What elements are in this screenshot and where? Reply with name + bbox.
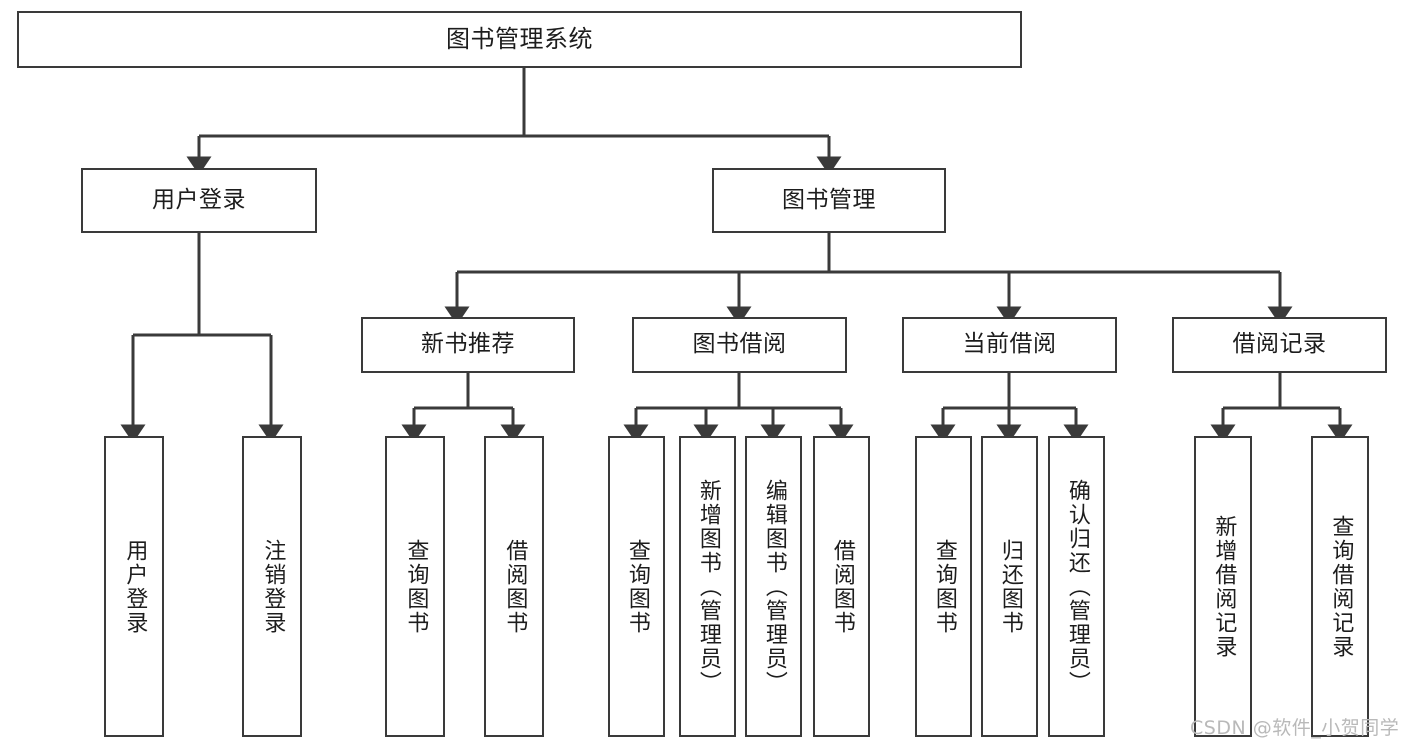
node-label: 用户登录 (152, 186, 246, 213)
leaf-return-book[interactable]: 归还图书 (981, 436, 1038, 737)
node-new-book-recommend[interactable]: 新书推荐 (361, 317, 575, 373)
node-label: 借阅图书 (829, 538, 855, 635)
node-book-borrow[interactable]: 图书借阅 (632, 317, 847, 373)
leaf-borrow-book[interactable]: 借阅图书 (813, 436, 870, 737)
node-label: 查询借阅记录 (1328, 514, 1354, 659)
leaf-edit-book-admin[interactable]: 编辑图书（管理员） (745, 436, 802, 737)
node-label: 当前借阅 (962, 331, 1057, 358)
node-borrow-record[interactable]: 借阅记录 (1172, 317, 1387, 373)
node-label: 借阅图书 (502, 538, 528, 635)
node-label: 用户登录 (122, 538, 148, 635)
leaf-query-book-recommend[interactable]: 查询图书 (385, 436, 445, 737)
leaf-confirm-return-admin[interactable]: 确认归还（管理员） (1048, 436, 1105, 737)
leaf-query-borrow-record[interactable]: 查询借阅记录 (1311, 436, 1369, 737)
node-current-borrow[interactable]: 当前借阅 (902, 317, 1117, 373)
node-label: 图书借阅 (692, 331, 787, 358)
node-label: 查询图书 (403, 538, 429, 635)
leaf-query-book-borrow[interactable]: 查询图书 (608, 436, 665, 737)
node-label: 图书管理系统 (446, 25, 593, 54)
node-root-book-management-system[interactable]: 图书管理系统 (17, 11, 1022, 68)
node-label: 注销登录 (260, 538, 286, 635)
node-label: 新增借阅记录 (1211, 514, 1237, 659)
node-label: 编辑图书（管理员） (761, 478, 787, 695)
node-label: 归还图书 (997, 538, 1023, 635)
leaf-borrow-book-recommend[interactable]: 借阅图书 (484, 436, 544, 737)
node-label: 新书推荐 (421, 331, 515, 358)
node-label: 新增图书（管理员） (695, 478, 721, 695)
leaf-query-book-current[interactable]: 查询图书 (915, 436, 972, 737)
node-label: 图书管理 (782, 186, 876, 213)
leaf-user-login[interactable]: 用户登录 (104, 436, 164, 737)
node-label: 确认归还（管理员） (1064, 478, 1090, 695)
leaf-logout[interactable]: 注销登录 (242, 436, 302, 737)
node-label: 查询图书 (931, 538, 957, 635)
leaf-add-borrow-record[interactable]: 新增借阅记录 (1194, 436, 1252, 737)
leaf-add-book-admin[interactable]: 新增图书（管理员） (679, 436, 736, 737)
node-label: 查询图书 (624, 538, 650, 635)
node-user-login[interactable]: 用户登录 (81, 168, 317, 233)
node-book-management[interactable]: 图书管理 (712, 168, 946, 233)
node-label: 借阅记录 (1232, 331, 1327, 358)
